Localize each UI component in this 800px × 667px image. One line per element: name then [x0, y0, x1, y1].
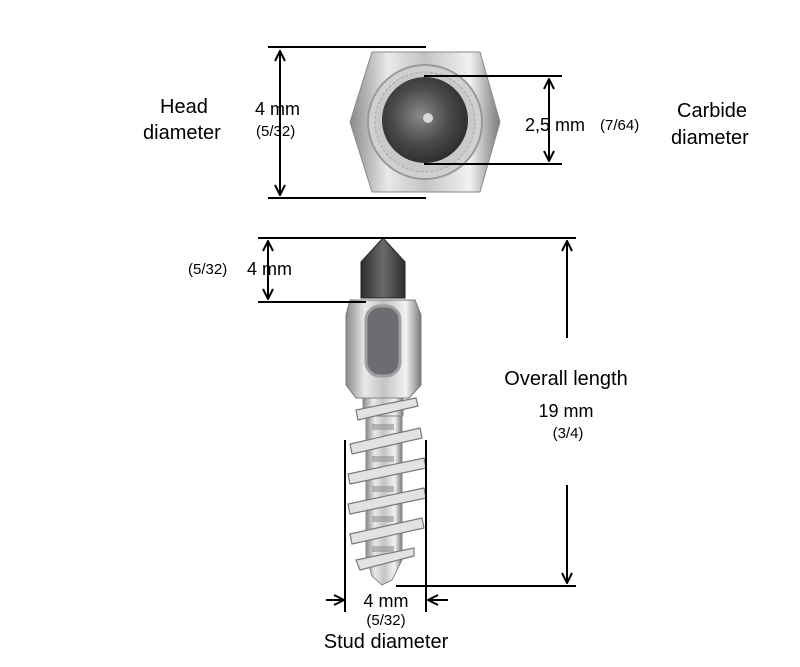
carbide-diameter-value-in: (7/64) — [600, 117, 640, 134]
tip-length-value-in: (5/32) — [188, 261, 228, 278]
carbide-diameter-label-line1: Carbide — [677, 100, 748, 122]
overall-length-value-in: (3/4) — [552, 425, 584, 442]
head-diameter-value-mm: 4 mm — [255, 99, 300, 119]
overall-length-value-mm: 19 mm — [538, 401, 594, 421]
head-diameter-dimension — [268, 46, 426, 199]
stud-diameter-label: Stud diameter — [323, 631, 449, 653]
stud-diameter-value-in: (5/32) — [366, 612, 406, 629]
overall-length-label: Overall length — [504, 368, 628, 390]
head-diameter-value-in: (5/32) — [256, 123, 296, 140]
carbide-diameter-dimension — [424, 75, 562, 165]
head-diameter-label-line2: diameter — [143, 122, 221, 144]
head-diameter-label-line1: Head — [160, 96, 208, 118]
carbide-diameter-label-line2: diameter — [671, 127, 749, 149]
tip-length-value-mm: 4 mm — [247, 259, 292, 279]
stud-diameter-value-mm: 4 mm — [363, 591, 409, 611]
stud-diameter-dimension — [326, 440, 448, 612]
tip-length-dimension — [258, 237, 576, 303]
stud-head-top-view — [349, 51, 501, 193]
stud-side-view — [345, 237, 427, 586]
carbide-diameter-value-mm: 2,5 mm — [525, 115, 586, 135]
